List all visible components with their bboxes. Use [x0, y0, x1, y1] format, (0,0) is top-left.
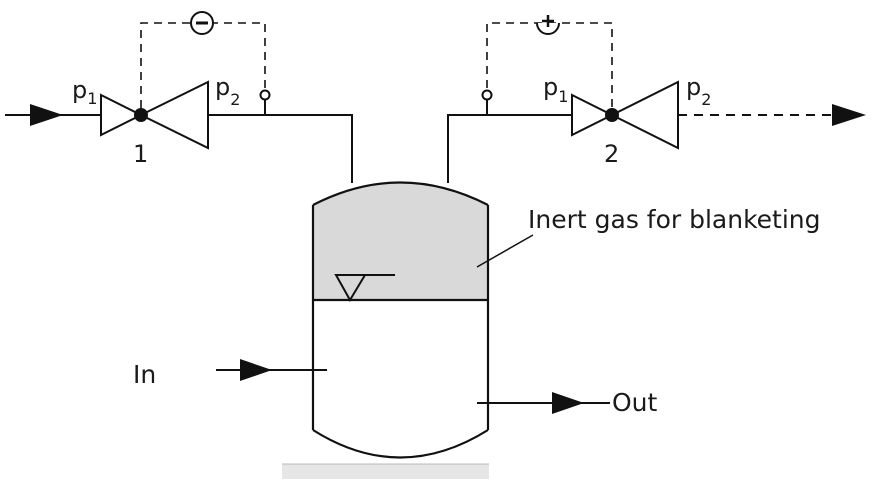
valve-2-p2-label: p2 [686, 73, 711, 109]
tank-bottom-dome [312, 429, 489, 459]
plus-semicircle-icon [536, 15, 560, 35]
vent-arrow-icon [832, 104, 866, 126]
gas-label-leader [476, 234, 534, 268]
valve-1-number: 1 [133, 140, 148, 168]
valve-1-p1-label: p1 [72, 76, 97, 108]
outlet-arrow-icon [552, 392, 584, 414]
valve-1 [5, 11, 353, 183]
minus-circle-icon [190, 11, 214, 35]
valve-1-sense-tap [259, 89, 271, 101]
valve-2-outlet-cone [609, 80, 679, 150]
inlet-arrow-icon [240, 359, 272, 381]
valve-1-outlet-cone [138, 80, 209, 150]
valve-2-actuator-point [605, 108, 619, 122]
valve-1-actuator-point [134, 108, 148, 122]
valve-1-inlet-cone [100, 93, 144, 137]
valve-1-p2-label: p2 [215, 73, 240, 109]
outlet-stream [477, 392, 610, 414]
valve-2-sense-tap [481, 89, 493, 101]
gas-label: Inert gas for blanketing [528, 205, 821, 234]
out-label: Out [612, 388, 658, 417]
in-label: In [133, 360, 156, 389]
tank-base [282, 464, 489, 479]
supply-arrow-icon [30, 104, 63, 126]
valve-2-inlet-cone [571, 93, 615, 137]
tank-top-dome [312, 181, 489, 206]
valve-2-p1-label: p1 [543, 73, 568, 106]
valve-2-number: 2 [604, 140, 619, 168]
tank [282, 181, 490, 479]
inlet-stream [216, 359, 327, 381]
valve-2 [447, 15, 866, 183]
tank-gas-space [313, 182, 488, 300]
liquid-level-triangle-icon [334, 274, 395, 302]
